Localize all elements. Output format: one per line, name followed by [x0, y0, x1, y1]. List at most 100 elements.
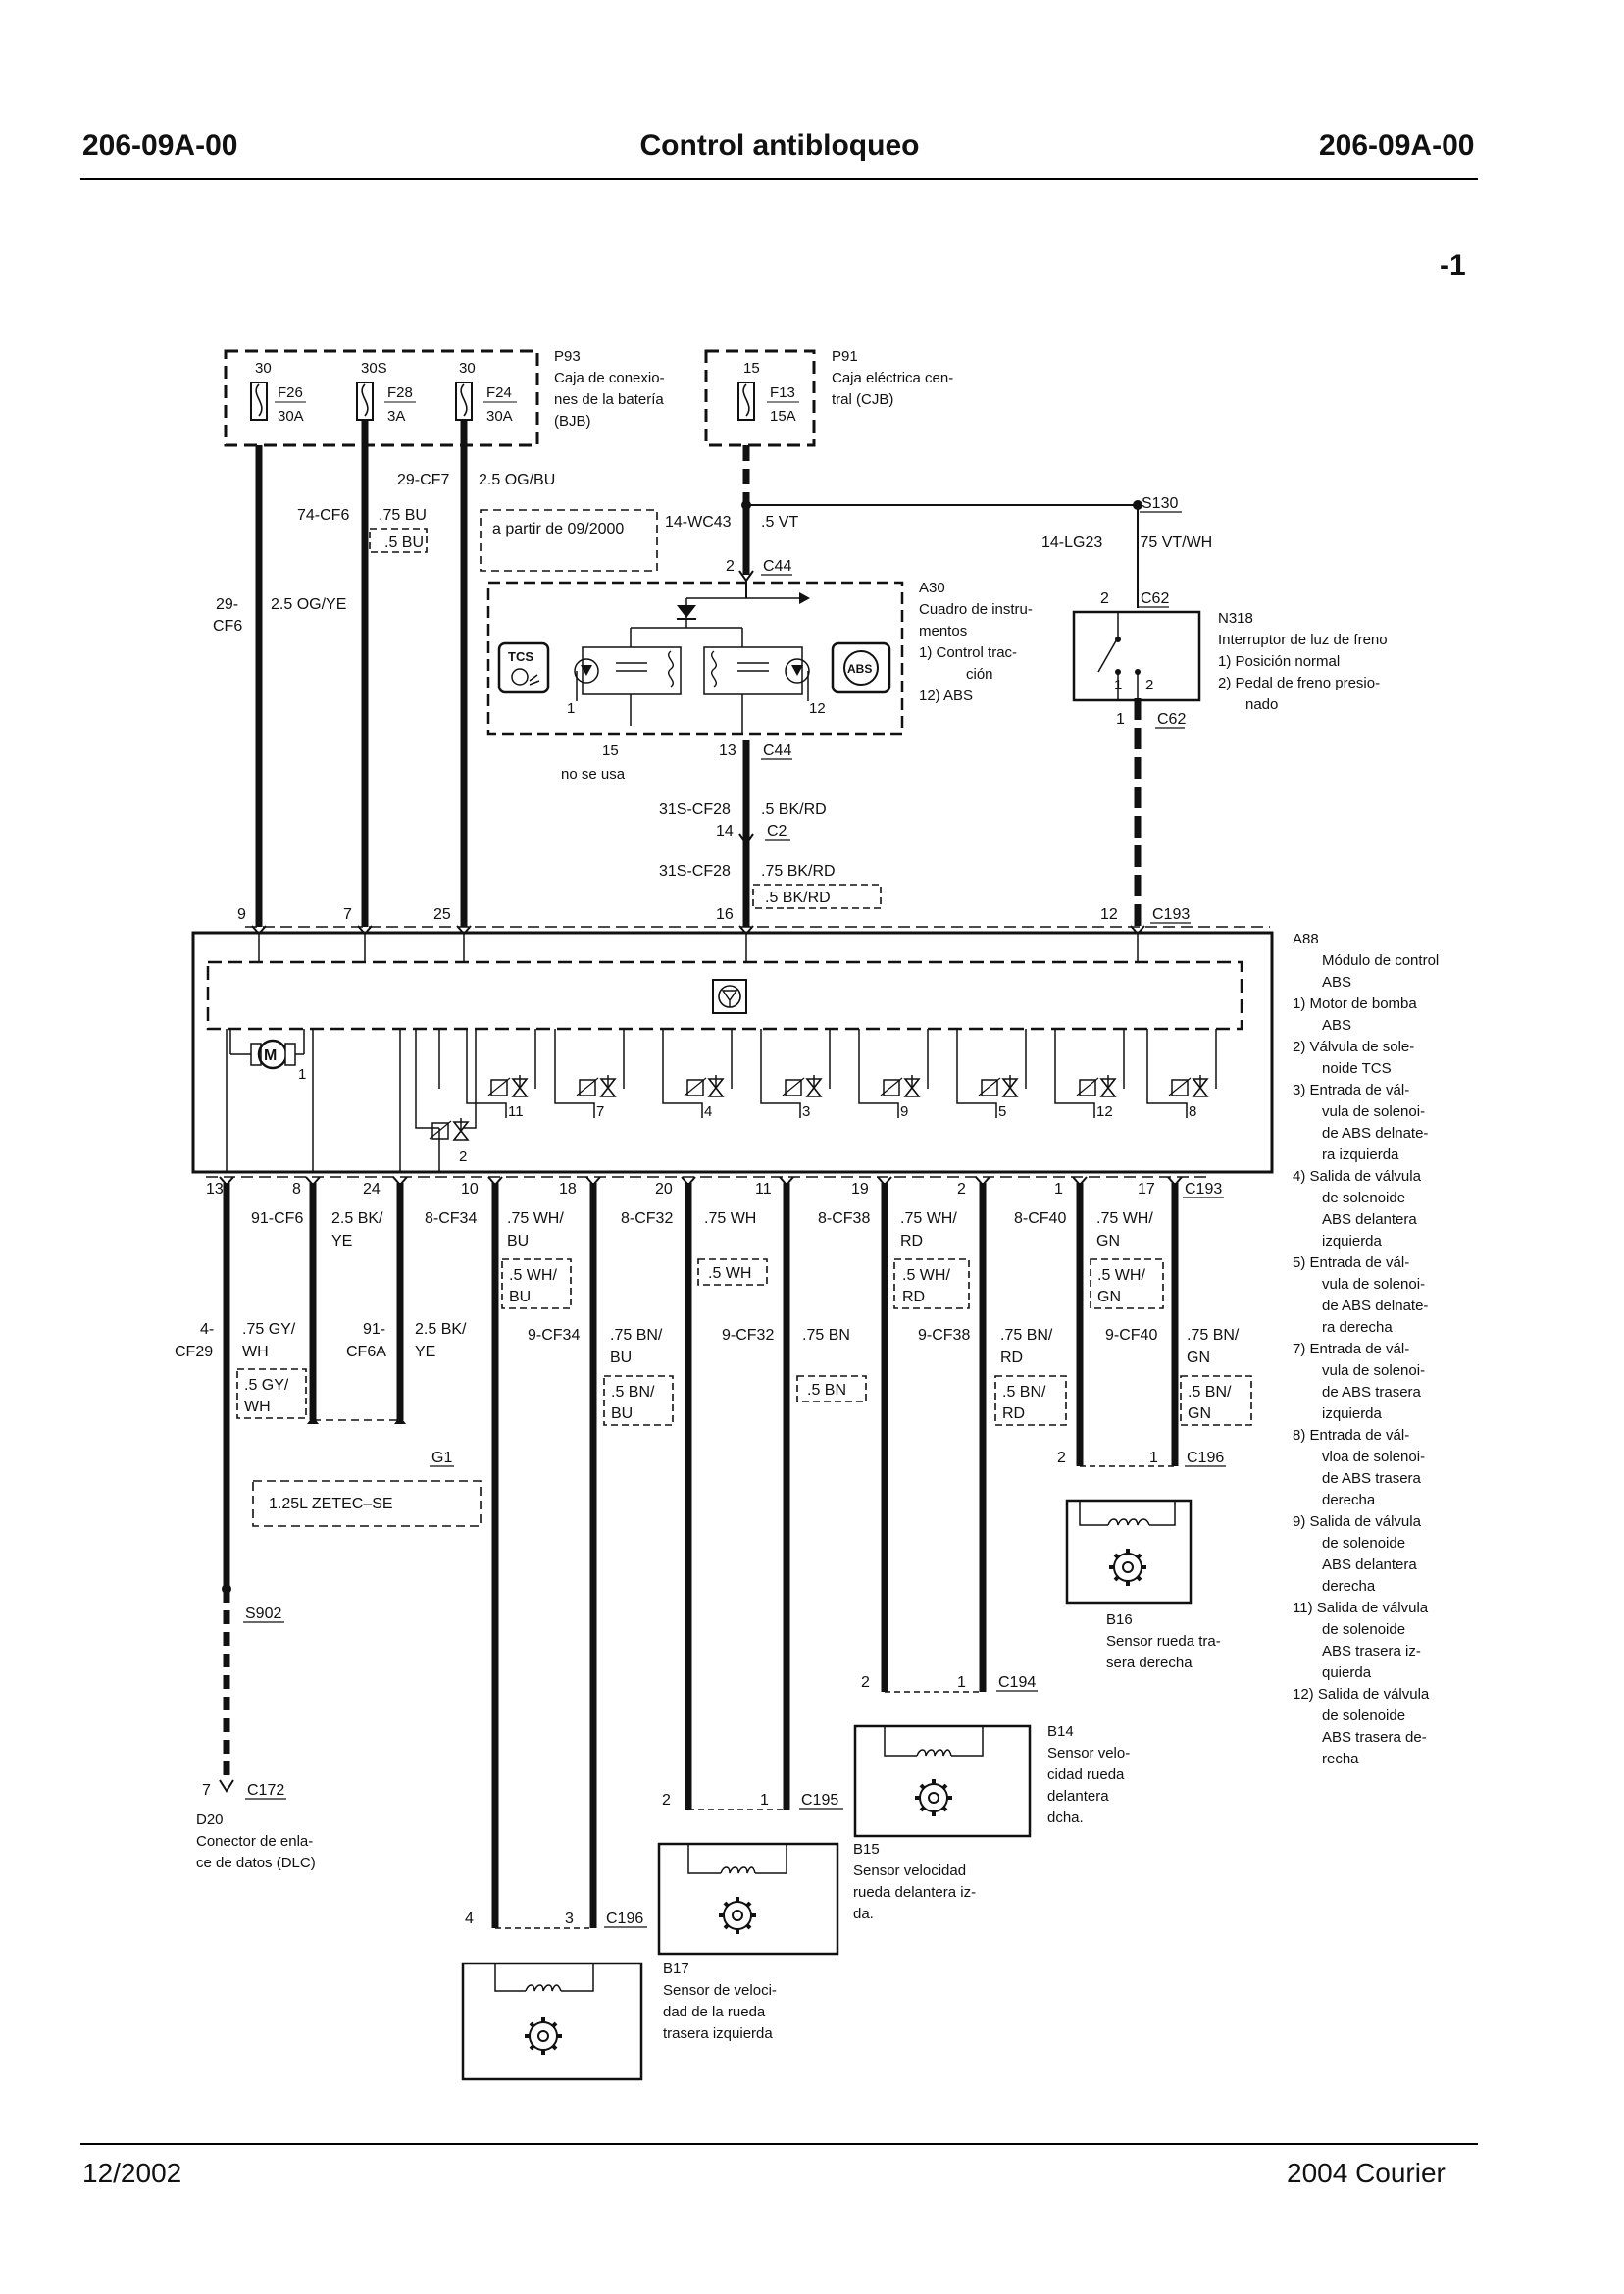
solenoid-valve-4: 3	[760, 1029, 831, 1120]
a88-desc-line-27: 9) Salida de válvula	[1293, 1513, 1422, 1530]
wire-cf29-1: 4-	[200, 1321, 214, 1338]
wire-cf29-spec-2: WH	[242, 1344, 269, 1360]
d20-label: D20	[196, 1811, 224, 1828]
wire-cf34a-alt-2: BU	[509, 1289, 531, 1305]
n318-label: N318	[1218, 610, 1253, 627]
wire-cf6-bottom-spec-2: YE	[331, 1233, 352, 1249]
c44-bot-label: C44	[763, 742, 791, 759]
a30-desc-5: 12) ABS	[919, 688, 973, 704]
c196-b16-label: C196	[1187, 1450, 1224, 1466]
wire-cf34a: 8-CF34	[425, 1210, 477, 1227]
fuse-f28: 30S F28 3A	[356, 360, 416, 425]
a30-desc-1: Cuadro de instru-	[919, 601, 1033, 618]
a88-desc-line-4: ABS	[1322, 1017, 1351, 1034]
a88-desc-line-2: ABS	[1322, 974, 1351, 991]
c193-bottom-pin-13: 13	[206, 1181, 224, 1198]
wire-cf6-2: CF6	[213, 618, 242, 635]
valve-pin-4: 3	[802, 1103, 810, 1120]
fuse-f28-pin: 30S	[361, 360, 387, 377]
wire-cf40a-spec-2: GN	[1096, 1233, 1120, 1249]
wire-cf38b: 9-CF38	[918, 1327, 970, 1344]
c193-pin-12: 12	[1100, 906, 1118, 923]
b14-gear-icon	[913, 1777, 954, 1818]
valve-icon-3	[684, 1074, 724, 1097]
valve-icon-1	[487, 1074, 528, 1097]
a88-desc-line-36: de solenoide	[1322, 1708, 1405, 1724]
wire-cf38a-alt-2: RD	[902, 1289, 925, 1305]
valve-pin-6: 5	[998, 1103, 1006, 1120]
splice-s902: S902	[245, 1606, 281, 1622]
b16-gear-icon	[1107, 1547, 1148, 1588]
a88-desc-line-14: izquierda	[1322, 1233, 1383, 1249]
wire-cf32a-alt: .5 WH	[708, 1265, 751, 1282]
a88-desc-line-20: vula de solenoi-	[1322, 1362, 1425, 1379]
a88-desc-line-15: 5) Entrada de vál-	[1293, 1254, 1409, 1271]
a88-desc-line-26: derecha	[1322, 1492, 1376, 1508]
p93-desc-1: Caja de conexio-	[554, 370, 665, 386]
wire-cf32a: 8-CF32	[621, 1210, 673, 1227]
wire-cf38a: 8-CF38	[818, 1210, 870, 1227]
a88-desc-line-23: 8) Entrada de vál-	[1293, 1427, 1409, 1444]
wire-cf40a: 8-CF40	[1014, 1210, 1066, 1227]
wire-cf40a-alt-1: .5 WH/	[1097, 1267, 1145, 1284]
n318-desc-2: 1) Posición normal	[1218, 653, 1340, 670]
wire-lg23: 14-LG23	[1041, 535, 1102, 551]
c193-bottom-pin-11: 11	[755, 1181, 772, 1198]
a88-desc-line-21: de ABS trasera	[1322, 1384, 1422, 1401]
a88-desc-line-38: recha	[1322, 1751, 1359, 1767]
c193-bottom-pin-19: 19	[851, 1181, 869, 1198]
note-from-date: a partir de 09/2000	[492, 521, 624, 537]
b16-desc-2: sera derecha	[1106, 1655, 1193, 1671]
valve-icon-8	[1168, 1074, 1208, 1097]
a30-desc-3: 1) Control trac-	[919, 644, 1017, 661]
wire-cf29-alt-1: .5 GY/	[244, 1377, 289, 1394]
b14-desc-4: dcha.	[1047, 1810, 1084, 1826]
d20-desc-1: Conector de enla-	[196, 1833, 313, 1850]
abs-icon-text: ABS	[847, 662, 872, 676]
a30-label: A30	[919, 580, 945, 596]
a88-desc-line-24: vloa de solenoi-	[1322, 1449, 1425, 1465]
wire-cf34b-spec-2: BU	[610, 1350, 632, 1366]
wire-cf6b: 74-CF6	[297, 507, 349, 524]
c193-bottom-pin-8: 8	[292, 1181, 301, 1198]
b14-desc-2: cidad rueda	[1047, 1766, 1125, 1783]
b16-desc-1: Sensor rueda tra-	[1106, 1633, 1221, 1650]
a88-desc-line-10: ra izquierda	[1322, 1147, 1399, 1163]
wire-cf38b-spec-2: RD	[1000, 1350, 1023, 1366]
n318-desc-1: Interruptor de luz de freno	[1218, 632, 1388, 648]
wire-cf40b: 9-CF40	[1105, 1327, 1157, 1344]
a30-desc-2: mentos	[919, 623, 967, 639]
footer-rule	[80, 2143, 1478, 2145]
fuse-f28-rating: 3A	[387, 408, 405, 425]
p91-label: P91	[832, 348, 858, 365]
tcs-warning-icon: TCS	[497, 641, 550, 694]
a88-desc-line-31: 11) Salida de válvula	[1293, 1600, 1429, 1616]
c193-bottom-pin-20: 20	[655, 1181, 673, 1198]
valve-pin-2: 7	[596, 1103, 604, 1120]
c62-bot-pin: 1	[1116, 711, 1125, 728]
sensor-b15: 2 1 C195	[657, 1792, 843, 1956]
wire-cf6-spec: 2.5 OG/YE	[271, 596, 346, 613]
a88-desc-line-6: noide TCS	[1322, 1060, 1392, 1077]
page-ref: -1	[1440, 249, 1466, 281]
top-wires	[255, 420, 1142, 927]
a88-desc-line-29: ABS delantera	[1322, 1556, 1417, 1573]
valve-icon-6	[978, 1074, 1018, 1097]
p91-desc-2: tral (CJB)	[832, 391, 893, 408]
pump-motor-icon: M 1	[229, 1029, 306, 1083]
module-internal-lines	[226, 1029, 477, 1172]
solenoid-valve-5: 9	[858, 1029, 929, 1120]
a88-desc-line-32: de solenoide	[1322, 1621, 1405, 1638]
fuse-f24-rating: 30A	[486, 408, 513, 425]
solenoid-valve-7: 12	[1054, 1029, 1125, 1120]
wire-cf6-1: 29-	[216, 596, 238, 613]
wire-cf34b-alt-1: .5 BN/	[611, 1384, 655, 1401]
g1-label: G1	[431, 1450, 452, 1466]
solenoid-valve-2: 7	[554, 1029, 625, 1120]
c193-pin-9: 9	[237, 906, 246, 923]
a88-desc-line-18: ra derecha	[1322, 1319, 1393, 1336]
valve-icon-2	[576, 1074, 616, 1097]
wire-cf32b-spec: .75 BN	[802, 1327, 850, 1344]
tcs-valve-icon	[429, 1117, 469, 1141]
